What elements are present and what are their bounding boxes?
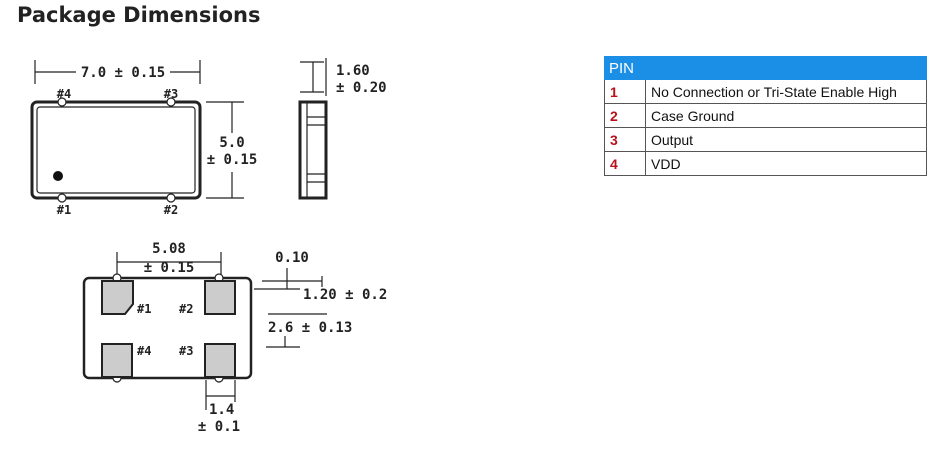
side-view: 1.60 ± 0.20 (298, 58, 387, 200)
pin-description: Output (645, 127, 927, 152)
top-pin-2-label: #2 (164, 203, 178, 217)
top-view: 7.0 ± 0.15 #4 #3 #1 #2 5.0 ± 0.15 (30, 60, 258, 217)
pad-height-label: 1.20 ± 0.2 (303, 287, 387, 303)
pad-pin-2-label: #2 (179, 302, 193, 316)
pad-pin-1-label: #1 (137, 302, 151, 316)
table-row: 2 Case Ground (604, 103, 927, 128)
pad-view: 5.08 ± 0.15 #1 #2 #4 #3 0.10 1.20 ± 0.2 … (82, 241, 387, 435)
top-height-label-1: 5.0 (219, 135, 244, 151)
side-thickness-label-1: 1.60 (336, 63, 370, 79)
pad-width-label-2: ± 0.1 (198, 419, 240, 435)
side-thickness-label-2: ± 0.20 (336, 80, 387, 96)
pad-width-label-1: 1.4 (209, 402, 234, 418)
table-row: 1 No Connection or Tri-State Enable High (604, 79, 927, 104)
pin-table-header: PIN (604, 56, 927, 80)
pad-gap-label: 0.10 (275, 250, 309, 266)
table-row: 3 Output (604, 127, 927, 152)
pin1-marker-dot (53, 171, 63, 181)
package-body (30, 100, 202, 200)
pin-number: 3 (604, 127, 646, 152)
pin-table-header-row: PIN (604, 56, 927, 80)
table-row: 4 VDD (604, 151, 927, 176)
pad-2 (204, 280, 236, 315)
pad-row-pitch-label: 2.6 ± 0.13 (268, 320, 352, 336)
top-pin-3-label: #3 (164, 87, 178, 101)
pin-number: 1 (604, 79, 646, 104)
pin-description: No Connection or Tri-State Enable High (645, 79, 927, 104)
pin-number: 4 (604, 151, 646, 176)
pad-4 (101, 343, 133, 378)
pin-description: VDD (645, 151, 927, 176)
top-width-label: 7.0 ± 0.15 (81, 65, 165, 81)
page-title: Package Dimensions (17, 3, 261, 27)
pin-description: Case Ground (645, 103, 927, 128)
pad-pitch-label-1: 5.08 (152, 241, 186, 257)
top-pin-1-label: #1 (57, 203, 71, 217)
pad-1 (101, 280, 134, 315)
top-height-label-2: ± 0.15 (207, 152, 258, 168)
pin-table: PIN 1 No Connection or Tri-State Enable … (604, 56, 927, 176)
pad-3 (204, 343, 236, 378)
pad-pin-3-label: #3 (179, 344, 193, 358)
pad-pin-4-label: #4 (137, 344, 151, 358)
pin-number: 2 (604, 103, 646, 128)
pad-pitch-label-2: ± 0.15 (144, 260, 195, 276)
top-pin-4-label: #4 (57, 87, 71, 101)
